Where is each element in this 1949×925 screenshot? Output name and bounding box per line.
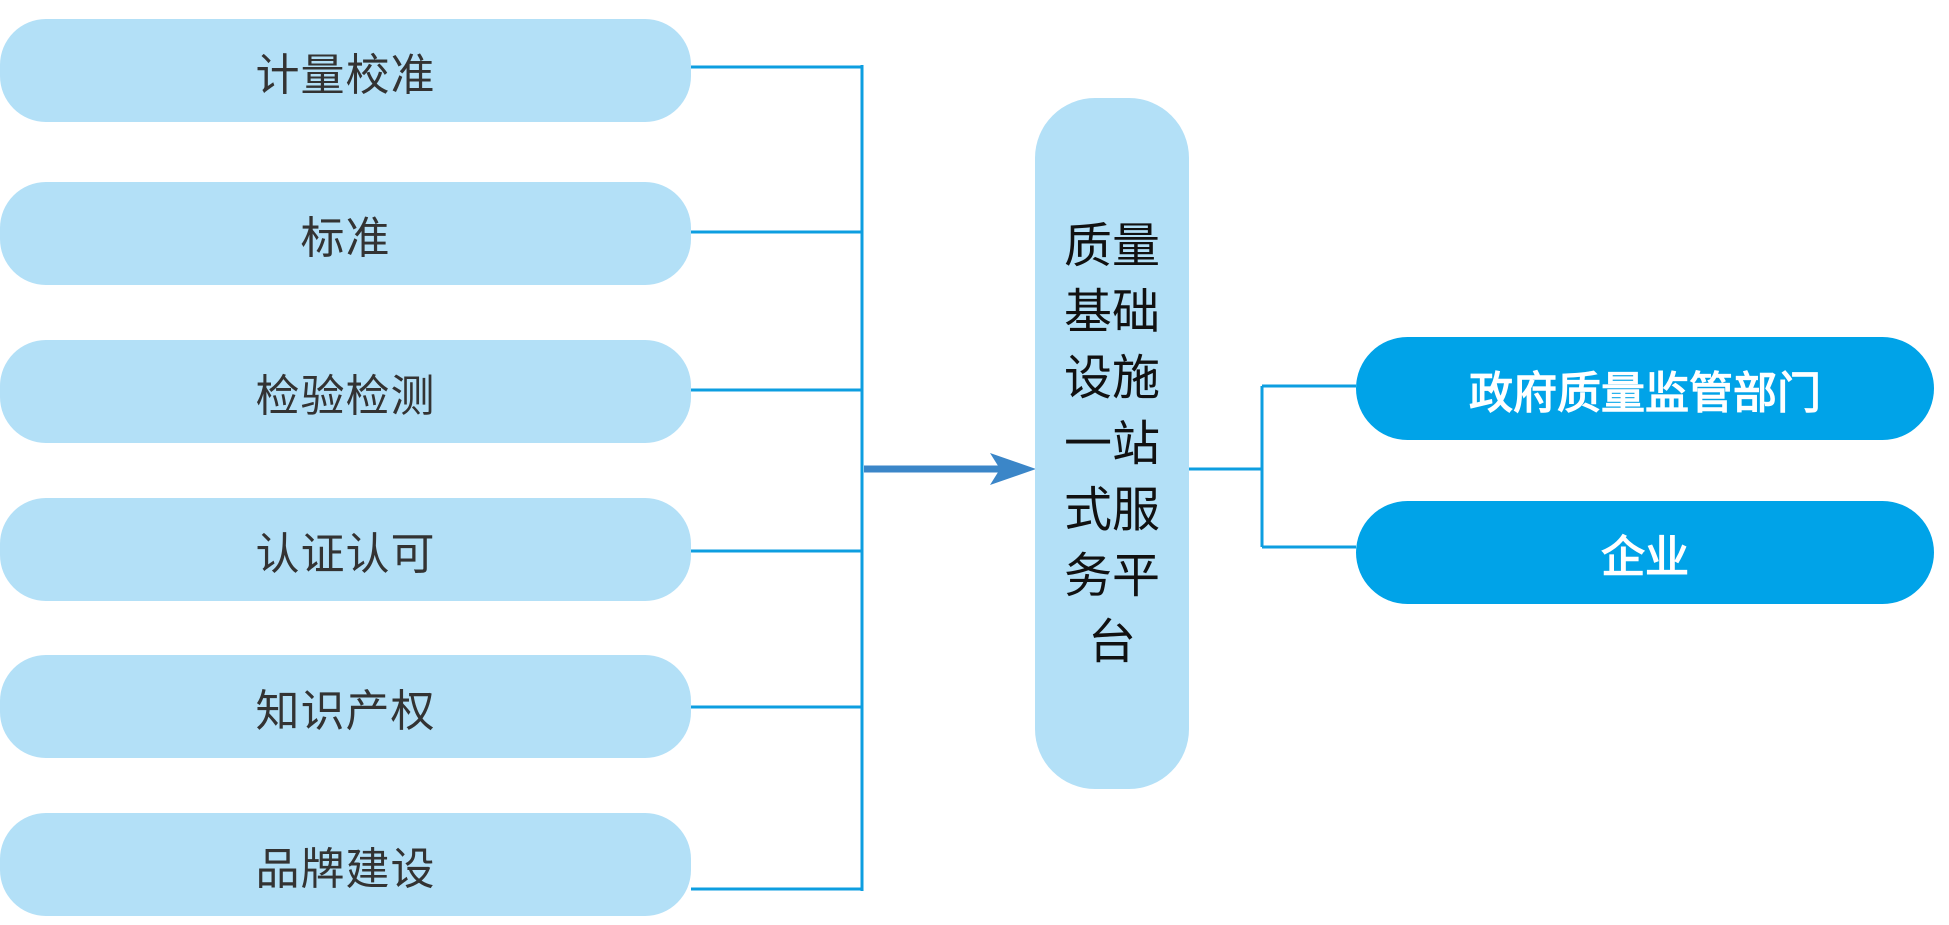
center-platform-label: 质量基础设施一站式服务平台 <box>1063 217 1160 670</box>
input-node-label: 认证认可 <box>255 528 436 580</box>
input-node-certification[interactable]: 认证认可 <box>0 498 691 601</box>
output-node-government[interactable]: 政府质量监管部门 <box>1356 337 1934 440</box>
input-node-metrology[interactable]: 计量校准 <box>0 19 691 122</box>
output-node-label: 政府质量监管部门 <box>1469 367 1821 419</box>
input-node-label: 计量校准 <box>255 49 436 101</box>
flow-arrow-head <box>990 453 1036 485</box>
output-node-enterprise[interactable]: 企业 <box>1356 501 1934 604</box>
center-platform-node[interactable]: 质量基础设施一站式服务平台 <box>1035 98 1189 789</box>
input-node-intellectual-property[interactable]: 知识产权 <box>0 655 691 758</box>
input-node-standards[interactable]: 标准 <box>0 182 691 285</box>
input-node-label: 知识产权 <box>255 685 436 737</box>
input-node-label: 标准 <box>300 212 391 264</box>
input-node-label: 检验检测 <box>255 370 436 422</box>
input-node-brand-building[interactable]: 品牌建设 <box>0 813 691 916</box>
output-node-label: 企业 <box>1601 531 1689 583</box>
input-node-inspection-testing[interactable]: 检验检测 <box>0 340 691 443</box>
input-node-label: 品牌建设 <box>255 843 436 895</box>
